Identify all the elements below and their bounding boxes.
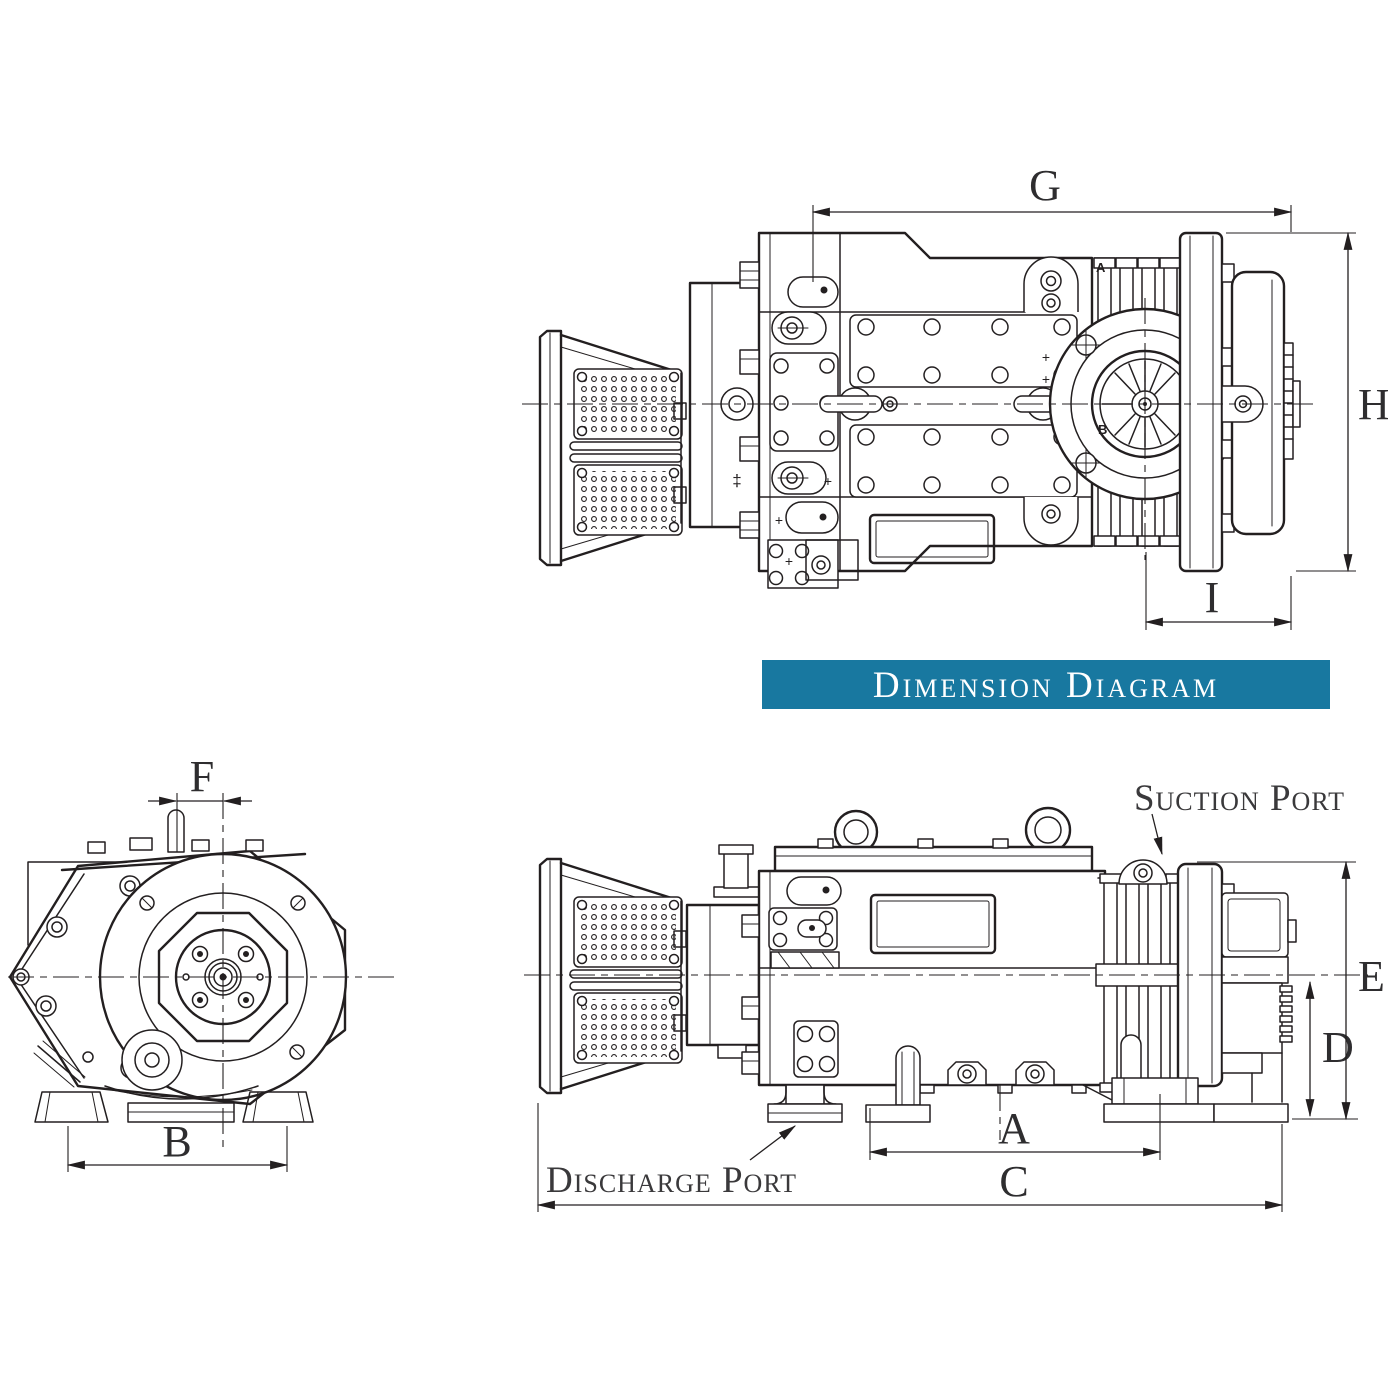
front-feet — [33, 1040, 314, 1123]
title-banner: Dimension Diagram — [762, 660, 1330, 709]
dim-label-i: I — [1205, 573, 1220, 622]
housing-bolts-front — [12, 875, 142, 1079]
suction-port-label: Suction Port — [1134, 778, 1345, 819]
cover-panel-upper-top — [849, 314, 1078, 388]
oil-breather — [713, 844, 761, 898]
suction-port-callout: Suction Port — [1134, 778, 1345, 856]
silencer-top-view — [538, 329, 688, 567]
left-foot-side — [865, 1045, 931, 1123]
top-rail-side — [773, 838, 1094, 873]
pump-body-top — [739, 231, 1094, 589]
top-pin-front — [167, 809, 185, 853]
dimension-i: I — [1144, 552, 1293, 630]
inlet-duct-top — [688, 281, 762, 529]
end-assembly-top — [1178, 231, 1301, 573]
side-view: Suction Port Discharge Port A C D — [524, 778, 1385, 1212]
dimension-h: H — [1226, 231, 1388, 573]
dim-label-c: C — [999, 1157, 1028, 1206]
discharge-port-callout: Discharge Port — [546, 1125, 797, 1201]
pump-body-side — [741, 869, 1113, 1101]
dimension-a: A — [868, 1094, 1162, 1160]
top-view: A B + + + + + ‡ G H I — [522, 161, 1388, 630]
dim-label-f: F — [190, 752, 214, 801]
plus-mark-2: + — [1042, 371, 1050, 387]
end-assembly-side — [1176, 862, 1297, 1103]
dimension-f: F — [148, 752, 252, 806]
dimension-b: B — [66, 1117, 289, 1172]
discharge-port — [767, 1084, 843, 1123]
section-mark-b: B — [1098, 422, 1107, 437]
hub-bolts-front — [191, 945, 255, 1009]
discharge-leader-line — [749, 1125, 797, 1161]
front-view: F B — [8, 752, 400, 1172]
dim-label-b: B — [162, 1117, 191, 1166]
body-side-bolts — [739, 261, 760, 539]
dimension-g: G — [811, 161, 1293, 282]
dim-label-e: E — [1358, 952, 1385, 1001]
discharge-port-label: Discharge Port — [546, 1160, 797, 1201]
dagger-mark: ‡ — [732, 471, 741, 490]
silencer-side-view — [538, 857, 688, 1095]
banner-background — [762, 660, 1330, 709]
end-housing-ribs — [1279, 985, 1293, 1043]
section-mark-a: A — [1096, 260, 1106, 275]
suction-fins-side — [1095, 859, 1188, 1093]
plus-mark-5: + — [785, 553, 793, 569]
dim-label-a: A — [998, 1104, 1030, 1153]
plus-mark-3: + — [824, 473, 832, 489]
bottom-mounts-side — [919, 1061, 1087, 1094]
right-foot-side — [1103, 1077, 1289, 1123]
cover-panel-lower-top — [849, 424, 1078, 498]
plus-mark-1: + — [1042, 349, 1050, 365]
dim-label-d: D — [1322, 1023, 1354, 1072]
dim-label-g: G — [1029, 161, 1061, 210]
bottom-window-top — [868, 513, 996, 565]
nameplate — [869, 893, 997, 955]
suction-leader-line — [1151, 813, 1163, 856]
dim-label-h: H — [1358, 380, 1388, 429]
plus-mark-4: + — [775, 512, 783, 528]
end-cap-ribs — [1283, 342, 1301, 460]
banner-title: Dimension Diagram — [873, 665, 1219, 706]
oil-pump-front — [121, 1029, 183, 1091]
dimension-d: D — [1305, 980, 1354, 1118]
bearing-arch-top — [1023, 256, 1079, 546]
dimension-e: E — [1197, 860, 1385, 1121]
dimension-c: C — [536, 1103, 1284, 1212]
